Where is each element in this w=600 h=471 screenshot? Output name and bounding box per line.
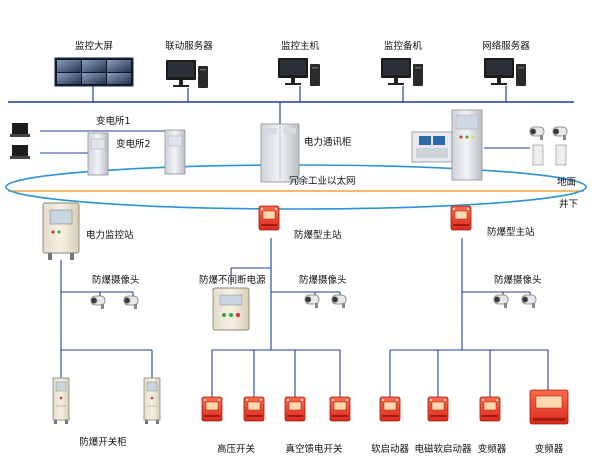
label-power-cabinet: 电力通讯柜 — [304, 137, 352, 148]
soft-starter — [379, 396, 401, 422]
label-camera-2: 防爆摄像头 — [299, 275, 347, 286]
control-console — [411, 109, 483, 181]
camera-2a — [304, 294, 320, 309]
linkage-server-pc — [166, 60, 208, 88]
label-camera-3: 防爆摄像头 — [494, 275, 542, 286]
explosion-proof-main-station-2 — [450, 205, 472, 231]
label-redundant-ethernet: 冗余工业以太网 — [289, 176, 356, 187]
camera-2b — [331, 294, 347, 309]
label-video-wall: 监控大屏 — [74, 41, 114, 52]
substation-laptop-1 — [10, 123, 30, 137]
label-network-server: 网络服务器 — [482, 41, 530, 52]
power-communication-cabinet — [260, 123, 300, 183]
label-soft-starter: 软启动器 — [370, 444, 410, 455]
label-ups: 防爆不间断电源 — [199, 275, 266, 286]
surface-cameras — [529, 126, 568, 166]
power-monitoring-station — [42, 202, 80, 260]
label-camera-1: 防爆摄像头 — [92, 275, 140, 286]
label-inverter-2: 变频器 — [534, 444, 564, 455]
label-monitor-host: 监控主机 — [280, 41, 320, 52]
label-vacuum-switch: 真空馈电开关 — [285, 444, 343, 455]
hv-switch-b — [243, 396, 265, 422]
main-station-1-branch — [211, 238, 341, 397]
label-switch-cabinet: 防爆开关柜 — [79, 437, 127, 448]
camera-3a — [493, 294, 509, 309]
substation-cabinet-1 — [164, 129, 186, 175]
label-linkage-server: 联动服务器 — [165, 41, 213, 52]
label-monitor-backup: 监控备机 — [383, 41, 423, 52]
label-em-soft-starter: 电磁软启动器 — [414, 444, 472, 455]
explosion-proof-main-station-1 — [258, 205, 280, 231]
label-power-station: 电力监控站 — [86, 230, 134, 241]
label-underground: 井下 — [559, 199, 579, 210]
camera-3b — [521, 294, 537, 309]
inverter-1-box — [479, 396, 501, 422]
label-hv-switch: 高压开关 — [216, 444, 256, 455]
em-soft-starter — [427, 396, 449, 422]
network-server-pc — [484, 58, 526, 86]
substation-laptop-2 — [10, 145, 30, 159]
camera-1a — [90, 295, 106, 310]
explosion-proof-ups — [212, 287, 250, 331]
vacuum-switch-a — [284, 396, 306, 422]
vacuum-switch-b — [329, 396, 351, 422]
inverter-2-box — [529, 389, 569, 425]
video-wall-screen — [54, 57, 134, 87]
main-station-2-branch — [389, 238, 549, 397]
monitor-host-pc — [278, 58, 320, 86]
switch-cabinet-1 — [52, 377, 70, 425]
label-ground: 地面 — [557, 177, 577, 188]
label-substation-1: 变电所1 — [96, 116, 131, 127]
label-main-station-1: 防爆型主站 — [294, 230, 342, 241]
label-inverter-1: 变频器 — [477, 444, 507, 455]
camera-1b — [123, 295, 139, 310]
switch-cabinet-2 — [143, 377, 161, 425]
monitor-backup-pc — [381, 58, 423, 86]
power-station-branch — [60, 260, 153, 378]
label-substation-2: 变电所2 — [116, 139, 151, 150]
hv-switch-a — [201, 396, 223, 422]
substation-cabinet-2 — [87, 132, 109, 176]
label-main-station-2: 防爆型主站 — [487, 227, 535, 238]
